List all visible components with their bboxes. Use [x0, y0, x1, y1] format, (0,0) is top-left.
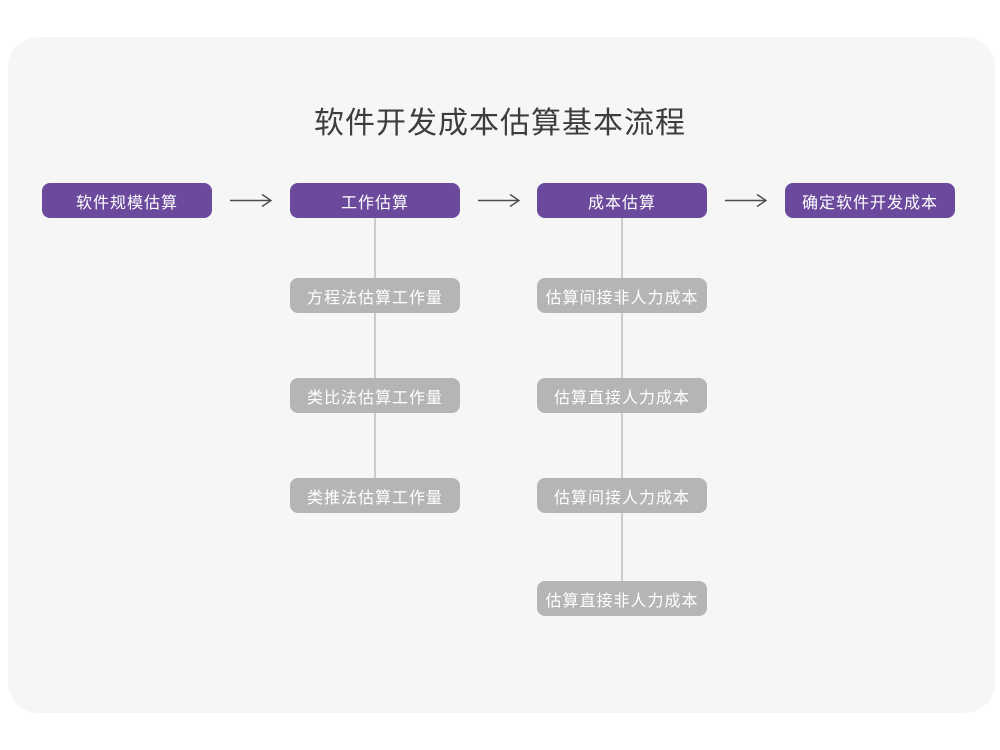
sub-node-direct-labor-cost: 估算直接人力成本 [537, 378, 707, 413]
sub-node-indirect-nonlabor-cost: 估算间接非人力成本 [537, 278, 707, 313]
sub-node-label: 估算直接人力成本 [553, 389, 690, 407]
diagram-title: 软件开发成本估算基本流程 [314, 107, 686, 140]
main-node-cost-estimation: 成本估算 [537, 183, 707, 218]
main-node-determine-dev-cost: 确定软件开发成本 [785, 183, 955, 218]
connector-line-work-estimation [374, 218, 376, 480]
sub-node-analogy-method: 类比法估算工作量 [290, 378, 460, 413]
main-node-work-estimation: 工作估算 [290, 183, 460, 218]
sub-node-label: 估算间接非人力成本 [545, 289, 699, 307]
sub-node-direct-nonlabor-cost: 估算直接非人力成本 [537, 581, 707, 616]
flow-arrow-icon [478, 193, 521, 208]
sub-node-label: 估算直接非人力成本 [545, 592, 699, 610]
flow-arrow-icon [230, 193, 273, 208]
sub-node-label: 类比法估算工作量 [306, 389, 443, 407]
sub-node-indirect-labor-cost: 估算间接人力成本 [537, 478, 707, 513]
sub-node-label: 估算间接人力成本 [553, 489, 690, 507]
main-node-label: 软件规模估算 [75, 194, 178, 212]
main-node-label: 工作估算 [340, 194, 409, 212]
flowchart-canvas [8, 37, 995, 713]
sub-node-label: 类推法估算工作量 [306, 489, 443, 507]
sub-node-equation-method: 方程法估算工作量 [290, 278, 460, 313]
flow-arrow-icon [725, 193, 768, 208]
sub-node-extrapolation-method: 类推法估算工作量 [290, 478, 460, 513]
main-node-label: 确定软件开发成本 [801, 194, 938, 212]
sub-node-label: 方程法估算工作量 [306, 289, 443, 307]
main-node-label: 成本估算 [587, 194, 656, 212]
main-node-software-scale-estimation: 软件规模估算 [42, 183, 212, 218]
